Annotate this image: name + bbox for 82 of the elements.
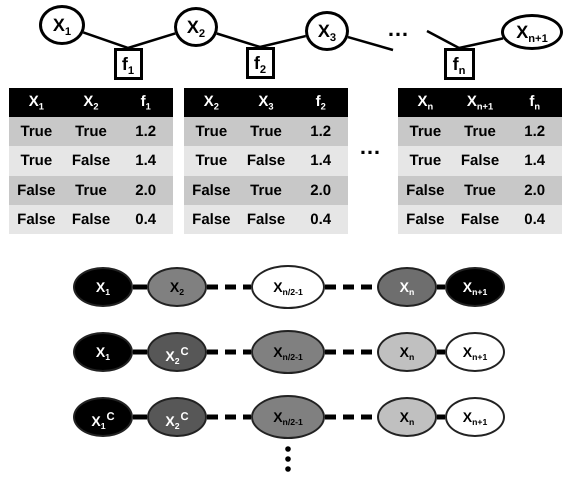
table-value: True	[249, 123, 283, 140]
table-value: True	[19, 152, 54, 170]
table-value: False	[191, 210, 232, 228]
connector	[133, 350, 147, 354]
table-value: True	[74, 182, 108, 199]
connector	[458, 37, 504, 50]
variable-node: X$_{n+1}$	[445, 397, 505, 437]
connector	[437, 350, 445, 354]
table-value: 2.0	[309, 182, 332, 199]
variable-node: X$_{3}$	[305, 11, 349, 51]
connector	[133, 284, 147, 290]
table-value: 1.2	[523, 123, 546, 140]
table-value: True	[19, 123, 54, 140]
connector	[260, 34, 306, 48]
connector	[133, 414, 147, 420]
column-header: f$_{n}$	[528, 93, 542, 112]
variable-node: X$_{1}$	[73, 267, 133, 307]
table-value: False	[70, 210, 112, 228]
variable-node: X$_{1}$	[39, 5, 85, 45]
table-value: 1.4	[309, 152, 332, 170]
dashed-connector	[207, 414, 251, 420]
variable-node: X$_{n/2-1}$	[251, 265, 325, 309]
ellipsis: …	[359, 136, 381, 158]
variable-node: X$_{2}$	[174, 7, 218, 47]
column-header: f$_{2}$	[314, 93, 327, 112]
connector	[348, 36, 394, 52]
table-value: True	[249, 182, 283, 199]
variable-node: X$_{n+1}$	[445, 267, 505, 307]
column-header: X$_{2}$	[82, 93, 100, 112]
variable-node: X$_{n}$	[377, 267, 437, 307]
connector	[437, 414, 445, 420]
column-header: X$_{1}$	[28, 93, 45, 112]
column-header: X$_{2}$	[202, 93, 220, 112]
variable-node: X$_{n+1}$	[501, 14, 563, 50]
column-header: f$_{1}$	[140, 93, 152, 112]
table-value: False	[405, 182, 446, 199]
table-value: 2.0	[523, 182, 546, 199]
table-value: False	[16, 210, 57, 228]
table-value: 0.4	[309, 210, 332, 228]
table-value: False	[16, 182, 57, 199]
factor-box: f$_{n}$	[444, 48, 474, 80]
variable-node: X$_{n+1}$	[445, 332, 505, 372]
table-value: 2.0	[134, 182, 158, 199]
connector	[437, 284, 445, 290]
table-value: True	[194, 152, 228, 170]
variable-node: X$_{2}$	[147, 267, 207, 307]
table-value: True	[194, 123, 228, 140]
column-header: X$_{n+1}$	[466, 93, 494, 112]
table-value: False	[246, 152, 286, 170]
table-value: False	[405, 210, 446, 228]
connector	[128, 32, 176, 50]
variable-node: X$_{n/2-1}$	[251, 395, 325, 439]
variable-node: X$_{n}$	[377, 332, 437, 372]
column-header: X$_{n}$	[416, 93, 434, 112]
table-value: False	[191, 182, 232, 199]
table-value: True	[74, 123, 108, 140]
connector	[426, 30, 460, 50]
table-value: False	[460, 152, 500, 170]
table-value: 1.2	[134, 123, 158, 140]
variable-node: X$_{1}$	[73, 332, 133, 372]
table-value: True	[463, 123, 497, 140]
ellipsis: …	[387, 18, 409, 40]
table-value: 0.4	[134, 210, 158, 228]
variable-node: X$_{n}$	[377, 397, 437, 437]
factor-box: f$_{1}$	[114, 48, 142, 80]
table-value: 0.4	[523, 210, 546, 228]
factor-box: f$_{2}$	[246, 47, 274, 79]
table-value: False	[70, 152, 112, 170]
table-value: 1.2	[309, 123, 332, 140]
connector	[82, 31, 128, 50]
table-value: 1.4	[523, 152, 546, 170]
column-header: X$_{3}$	[257, 93, 275, 112]
table-value: False	[246, 210, 286, 228]
connector	[216, 32, 260, 48]
table-value: False	[460, 210, 500, 228]
dashed-connector	[207, 350, 251, 354]
table-value: True	[408, 152, 442, 170]
variable-node: X$_{n/2-1}$	[251, 330, 325, 374]
table-value: 1.4	[134, 152, 158, 170]
dashed-connector	[207, 284, 251, 290]
table-value: True	[408, 123, 442, 140]
table-value: True	[463, 182, 497, 199]
